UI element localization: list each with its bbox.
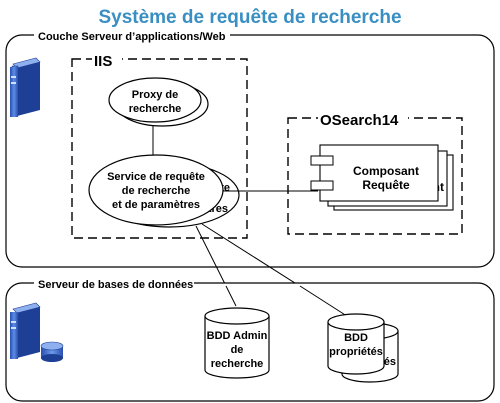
proxy-label-line2: recherche: [129, 103, 182, 115]
properties-database-node: tés BDD propriétés: [327, 313, 399, 383]
db-zone-label: Serveur de bases de données: [38, 279, 193, 291]
props-db-label-line2: propriétés: [329, 346, 383, 358]
iis-label-bg: [92, 53, 122, 68]
iis-boundary: [71, 58, 248, 239]
admin-db-label-line3: recherche: [211, 358, 264, 370]
service-label-line1: Service de requête: [107, 171, 205, 183]
database-server-icon: [10, 302, 64, 362]
query-component-node: nt Composant Requête: [310, 144, 454, 211]
diagram-title: Système de requête de recherche: [98, 7, 401, 28]
service-label-line2: de recherche: [122, 185, 190, 197]
app-zone-label-bg: [34, 29, 230, 42]
admin-db-label-line1: BDD Admin: [207, 330, 268, 342]
iis-label: IIS: [94, 53, 112, 70]
component-label-line2: Requête: [362, 178, 410, 192]
server-icon: [10, 57, 41, 117]
query-service-node: te ètres Service de requête de recherche…: [88, 154, 240, 228]
db-zone-label-bg: [34, 277, 194, 290]
admin-db-connector-tail: [225, 285, 237, 307]
proxy-label-line1: Proxy de: [132, 89, 178, 101]
component-icon: [310, 155, 334, 191]
osearch-label-bg: [318, 112, 408, 127]
service-ghost-label-1: te: [220, 182, 230, 194]
search-proxy-node: Proxy de recherche: [108, 77, 209, 127]
app-zone-label: Couche Serveur d’applications/Web: [38, 31, 226, 43]
admin-db-label-line2: de: [231, 344, 244, 356]
admin-database-node: BDD Admin de recherche: [204, 307, 270, 379]
props-db-label-line1: BDD: [344, 332, 368, 344]
component-label-line1: Composant: [353, 164, 419, 178]
service-label-line3: et de paramètres: [112, 199, 200, 211]
osearch-label: OSearch14: [320, 112, 399, 129]
props-db-connector-tail: [299, 285, 351, 319]
